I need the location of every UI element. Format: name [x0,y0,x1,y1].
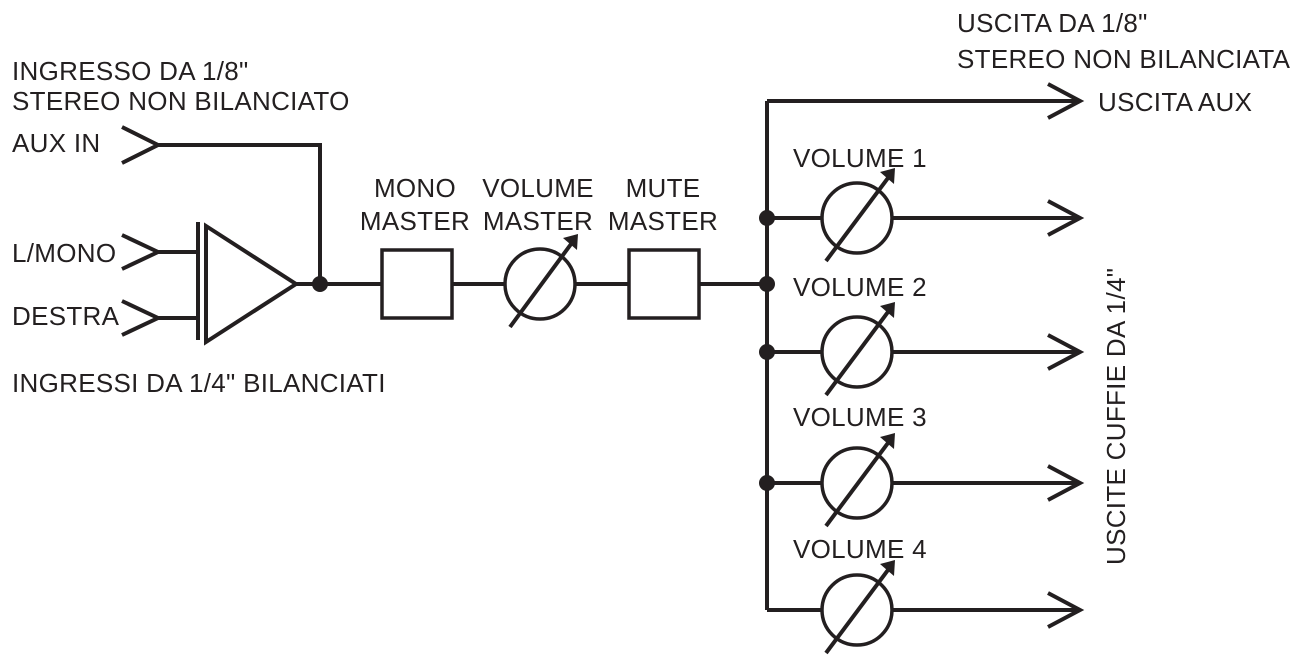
headphone-channel-4: VOLUME 4 [767,534,1085,655]
left-mono-label: L/MONO [12,238,116,268]
headphone-channel-3: VOLUME 3 [759,402,1085,528]
volume-1-label: VOLUME 1 [793,143,927,173]
mute-master-label-line2: MASTER [608,206,718,236]
balanced-inputs-label: INGRESSI DA 1/4" BILANCIATI [12,368,386,398]
aux-output-label: USCITA AUX [1098,87,1252,117]
volume-3-label: VOLUME 3 [793,402,927,432]
volume-master-label-line1: VOLUME [482,173,594,203]
input-amplifier [196,222,300,346]
aux-in-jack [121,125,322,285]
aux-in-label: AUX IN [12,128,100,158]
right-jack [121,299,198,337]
mono-master-label-line2: MASTER [360,206,470,236]
aux-output-top-label-line1: USCITA DA 1/8" [957,8,1148,38]
mute-master-label-line1: MUTE [626,173,701,203]
headphone-channel-1: VOLUME 1 [759,143,1085,263]
input-top-label-line2: STEREO NON BILANCIATO [12,86,350,116]
mono-master-switch [380,248,454,320]
left-mono-jack [121,233,198,271]
volume-2-label: VOLUME 2 [793,272,927,302]
mute-master-switch [627,248,701,320]
summing-junction [312,276,328,292]
aux-output-top-label-line2: STEREO NON BILANCIATA [957,44,1291,74]
volume-master-label-line2: MASTER [483,206,593,236]
mono-master-label-line1: MONO [374,173,456,203]
headphone-channel-2: VOLUME 2 [759,272,1085,397]
headphone-outputs-label: USCITE CUFFIE DA 1/4" [1101,268,1131,565]
input-top-label-line1: INGRESSO DA 1/8" [12,56,249,86]
volume-master-knob-icon [503,234,578,329]
volume-4-label: VOLUME 4 [793,534,927,564]
right-label: DESTRA [12,301,120,331]
aux-output-arrow-icon [767,82,1085,120]
